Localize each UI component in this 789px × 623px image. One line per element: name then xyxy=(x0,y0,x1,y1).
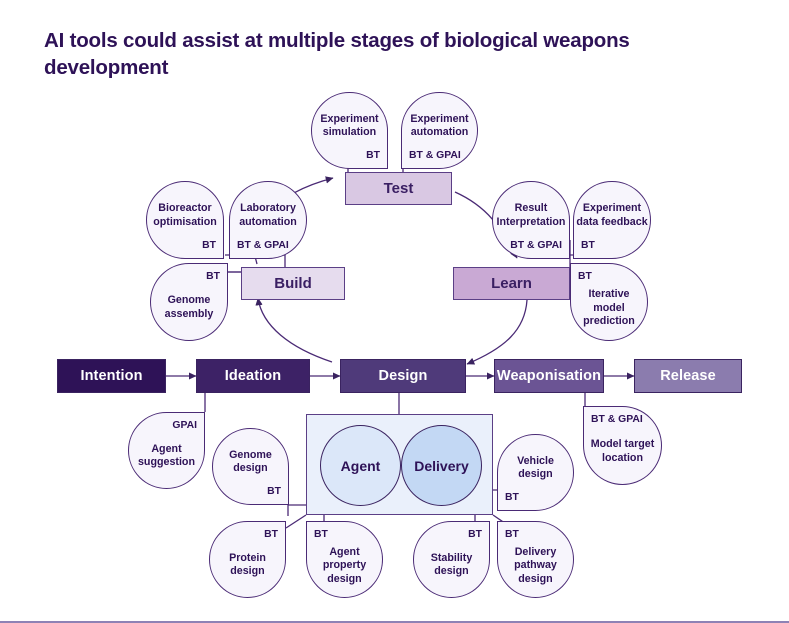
bubble-tag: BT & GPAI xyxy=(237,240,289,251)
bubble-tag: BT xyxy=(314,529,328,540)
pipeline-stage-release[interactable]: Release xyxy=(634,359,742,393)
bubble-body: Delivery pathway design xyxy=(514,545,557,585)
bubble-model-target-location: Model target location BT & GPAI xyxy=(583,406,662,485)
bubble-tag: BT xyxy=(505,529,519,540)
pipeline-stage-weaponisation[interactable]: Weaponisation xyxy=(494,359,604,393)
pipeline-stage-label: Ideation xyxy=(224,368,282,384)
bubble-body: Stability design xyxy=(430,551,473,577)
page-title: AI tools could assist at multiple stages… xyxy=(44,29,630,80)
cycle-stage-label: Learn xyxy=(491,275,532,292)
bubble-body: Laboratory automation xyxy=(239,202,297,228)
bubble-bioreactor-optimisation: Bioreactor optimisation BT xyxy=(146,181,224,259)
bubble-tag: BT & GPAI xyxy=(409,150,461,161)
pipeline-stage-label: Release xyxy=(660,368,716,384)
bubble-iterative-model-prediction: Iterative model prediction BT xyxy=(570,263,648,341)
bubble-tag: BT xyxy=(505,492,519,503)
pipeline-stage-label: Weaponisation xyxy=(496,368,602,384)
bubble-body: Bioreactor optimisation xyxy=(153,202,217,228)
agent-circle[interactable]: Agent xyxy=(320,425,401,506)
bubble-tag: BT xyxy=(366,150,380,161)
bubble-tag: BT xyxy=(206,271,220,282)
bubble-experiment-simulation: Experiment simulation BT xyxy=(311,92,388,169)
pipeline-stage-ideation[interactable]: Ideation xyxy=(196,359,310,393)
bubble-tag: BT xyxy=(264,529,278,540)
bubble-body: Agent property design xyxy=(322,545,367,585)
delivery-label: Delivery xyxy=(414,457,469,474)
pipeline-stage-label: Intention xyxy=(80,368,143,384)
cycle-stage-build[interactable]: Build xyxy=(241,267,345,300)
bubble-tag: BT xyxy=(581,240,595,251)
bubble-tag: BT xyxy=(468,529,482,540)
bubble-stability-design: Stability design BT xyxy=(413,521,490,598)
bubble-body: Experiment automation xyxy=(410,112,469,138)
bubble-result-interpretation: Result Interpretation BT & GPAI xyxy=(492,181,570,259)
bubble-tag: BT xyxy=(578,271,592,282)
cycle-stage-test[interactable]: Test xyxy=(345,172,452,205)
pipeline-stage-intention[interactable]: Intention xyxy=(57,359,166,393)
bubble-body: Experiment data feedback xyxy=(576,202,648,228)
bubble-body: Vehicle design xyxy=(517,454,554,480)
bubble-body: Iterative model prediction xyxy=(583,288,635,328)
bubble-tag: BT & GPAI xyxy=(591,414,643,425)
bubble-experiment-automation: Experiment automation BT & GPAI xyxy=(401,92,478,169)
bubble-tag: BT xyxy=(267,486,281,497)
bubble-body: Agent suggestion xyxy=(137,442,195,468)
bubble-tag: BT & GPAI xyxy=(510,240,562,251)
pipeline-stage-label: Design xyxy=(378,368,428,384)
bubble-body: Result Interpretation xyxy=(496,202,566,228)
bubble-tag: BT xyxy=(202,240,216,251)
bubble-body: Genome assembly xyxy=(164,294,214,320)
bubble-agent-suggestion: Agent suggestion GPAI xyxy=(128,412,205,489)
bubble-experiment-data-feedback: Experiment data feedback BT xyxy=(573,181,651,259)
pipeline-stage-design[interactable]: Design xyxy=(340,359,466,393)
cycle-stage-label: Build xyxy=(274,275,312,292)
bubble-laboratory-automation: Laboratory automation BT & GPAI xyxy=(229,181,307,259)
bubble-genome-assembly: Genome assembly BT xyxy=(150,263,228,341)
bubble-agent-property-design: Agent property design BT xyxy=(306,521,383,598)
bubble-body: Protein design xyxy=(229,551,266,577)
bubble-body: Genome design xyxy=(229,448,272,474)
bubble-vehicle-design: Vehicle design BT xyxy=(497,434,574,511)
bubble-protein-design: Protein design BT xyxy=(209,521,286,598)
bubble-tag: GPAI xyxy=(172,420,197,431)
agent-label: Agent xyxy=(340,457,381,474)
cycle-stage-learn[interactable]: Learn xyxy=(453,267,570,300)
bubble-delivery-pathway-design: Delivery pathway design BT xyxy=(497,521,574,598)
cycle-stage-label: Test xyxy=(383,180,414,197)
bubble-genome-design: Genome design BT xyxy=(212,428,289,505)
bubble-body: Model target location xyxy=(590,438,655,464)
delivery-circle[interactable]: Delivery xyxy=(401,425,482,506)
bubble-body: Experiment simulation xyxy=(320,112,379,138)
